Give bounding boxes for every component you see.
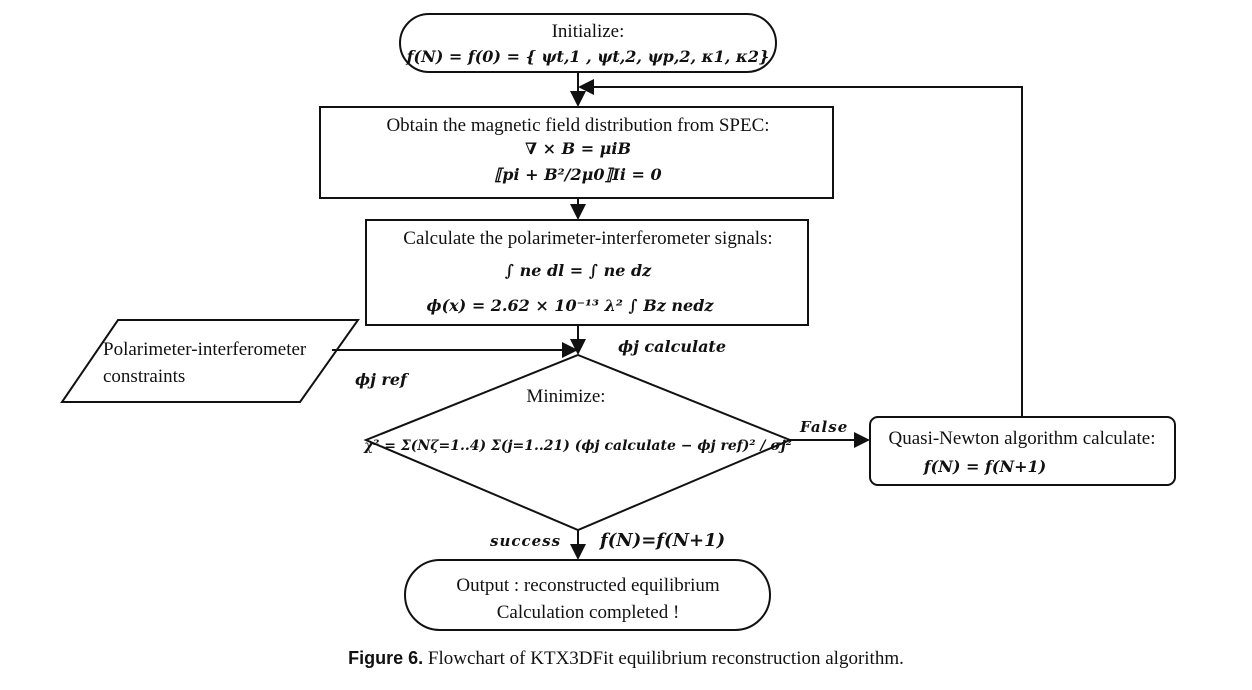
- constraints-input: [60, 319, 360, 403]
- figure-caption: Figure 6. Flowchart of KTX3DFit equilibr…: [0, 648, 1252, 670]
- output-terminal: [404, 559, 771, 631]
- init-formula: f(N) = f(0) = { ψt,1 , ψt,2, ψp,2, κ1, κ…: [406, 47, 770, 66]
- output-line1: Output : reconstructed equilibrium: [456, 575, 720, 596]
- init-terminal: [399, 13, 777, 73]
- signals-box: [365, 219, 809, 326]
- minimize-title: Minimize:: [526, 386, 605, 407]
- init-title: Initialize:: [552, 21, 625, 42]
- quasi-newton-formula: f(N) = f(N+1): [923, 457, 1046, 476]
- output-line2: Calculation completed !: [497, 602, 680, 623]
- connectors: [332, 72, 1023, 560]
- constraints-line1: Polarimeter-interferometer: [103, 339, 307, 360]
- quasi-newton-title: Quasi-Newton algorithm calculate:: [889, 428, 1156, 449]
- minimize-formula: χ² = Σ(Nζ=1..4) Σ(j=1..21) (ϕj calculate…: [363, 438, 792, 454]
- spec-title: Obtain the magnetic field distribution f…: [386, 115, 769, 136]
- caption-text: Flowchart of KTX3DFit equilibrium recons…: [427, 648, 904, 669]
- phi-calculate-label: ϕj calculate: [618, 337, 726, 356]
- spec-eq1: ∇ × B = μiB: [525, 139, 631, 158]
- signals-eq2: ϕ(x) = 2.62 × 10⁻¹³ λ² ∫ Bz nedz: [427, 296, 715, 315]
- false-label: False: [799, 418, 848, 436]
- signals-title: Calculate the polarimeter-interferometer…: [403, 228, 772, 249]
- success-label: success: [490, 532, 561, 550]
- constraints-line2: constraints: [103, 366, 185, 387]
- signals-eq1: ∫ ne dl = ∫ ne dz: [505, 261, 652, 280]
- spec-eq2: ⟦pi + B²/2μ0⟧Ii = 0: [494, 165, 661, 184]
- update-label: f(N)=f(N+1): [598, 530, 725, 551]
- spec-box: [319, 106, 834, 199]
- caption-label: Figure 6.: [348, 648, 424, 668]
- phi-ref-label: ϕj ref: [355, 370, 410, 389]
